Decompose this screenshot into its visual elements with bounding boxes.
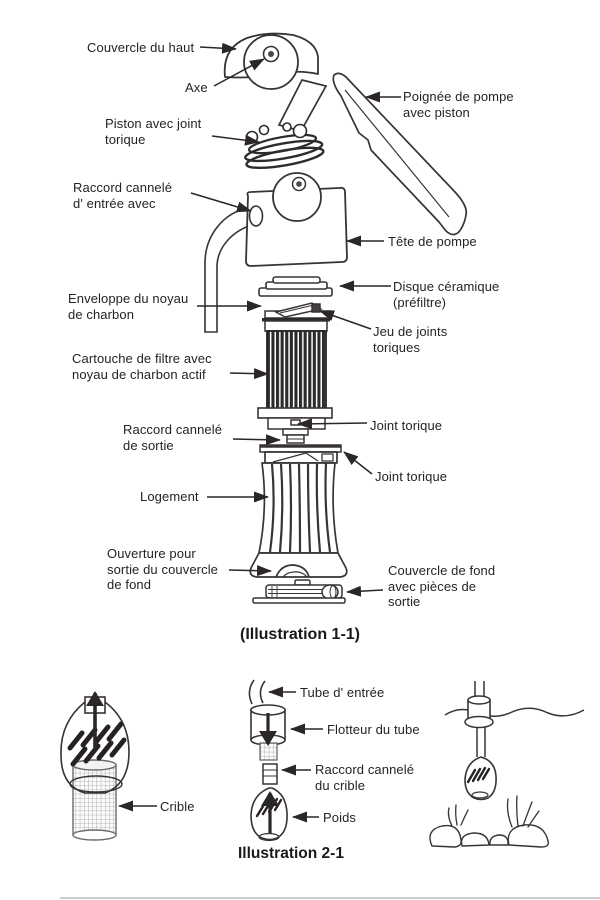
outlet-connector-drawing bbox=[267, 417, 326, 444]
strainer-diagram bbox=[60, 691, 130, 841]
filter-cartridge-drawing bbox=[257, 318, 333, 419]
label-joint-torique-1: Joint torique bbox=[370, 418, 443, 433]
label-tete-de-pompe: Tête de pompe bbox=[388, 234, 477, 249]
label-disque-ceramique: Disque céramique (préfiltre) bbox=[393, 279, 500, 310]
label-raccord-crible: Raccord cannelé du crible bbox=[315, 762, 415, 793]
housing-drawing bbox=[249, 451, 348, 578]
label-piston-avec-joint: Piston avec joint torique bbox=[105, 116, 202, 147]
ceramic-disc-drawing bbox=[258, 276, 333, 297]
label-raccord-sortie: Raccord cannelé de sortie bbox=[123, 422, 223, 453]
bottom-cover-drawing bbox=[252, 579, 346, 604]
label-flotteur-du-tube: Flotteur du tube bbox=[327, 722, 420, 737]
caption-illustration-2-1: Illustration 2-1 bbox=[238, 845, 344, 862]
pump-head-drawing bbox=[245, 172, 348, 267]
inlet-hose-drawing bbox=[204, 206, 263, 333]
core-envelope-drawing bbox=[264, 302, 332, 319]
caption-illustration-1-1: (Illustration 1-1) bbox=[239, 626, 360, 643]
oring-plate-drawing bbox=[259, 444, 342, 453]
label-poignee-de-pompe: Poignée de pompe avec piston bbox=[403, 89, 514, 120]
label-cartouche-filtre: Cartouche de filtre avec noyau de charbo… bbox=[72, 351, 212, 382]
label-crible: Crible bbox=[160, 799, 195, 814]
label-logement: Logement bbox=[140, 489, 199, 504]
leader-arrows-1-1 bbox=[190, 42, 401, 597]
label-tube-entree: Tube d' entrée bbox=[300, 685, 385, 700]
piston-assembly-drawing bbox=[244, 122, 325, 170]
river-installation-diagram bbox=[429, 681, 585, 848]
label-joint-torique-2: Joint torique bbox=[375, 469, 448, 484]
label-poids: Poids bbox=[323, 810, 357, 825]
label-couvercle-du-haut: Couvercle du haut bbox=[87, 40, 195, 55]
float-assembly-diagram bbox=[248, 679, 288, 842]
label-jeu-de-joints: Jeu de joints toriques bbox=[373, 324, 448, 355]
label-couvercle-de-fond: Couvercle de fond avec pièces de sortie bbox=[388, 563, 496, 610]
label-raccord-entree: Raccord cannelé d' entrée avec bbox=[73, 180, 173, 211]
leader-arrows-2-1 bbox=[118, 686, 323, 823]
page-bottom-rule bbox=[60, 897, 600, 899]
label-enveloppe-noyau: Enveloppe du noyau de charbon bbox=[68, 291, 189, 322]
top-cover-drawing bbox=[223, 32, 319, 90]
label-ouverture: Ouverture pour sortie du couvercle de fo… bbox=[107, 546, 219, 593]
label-axe: Axe bbox=[185, 80, 208, 95]
pump-handle-drawing bbox=[332, 72, 468, 236]
